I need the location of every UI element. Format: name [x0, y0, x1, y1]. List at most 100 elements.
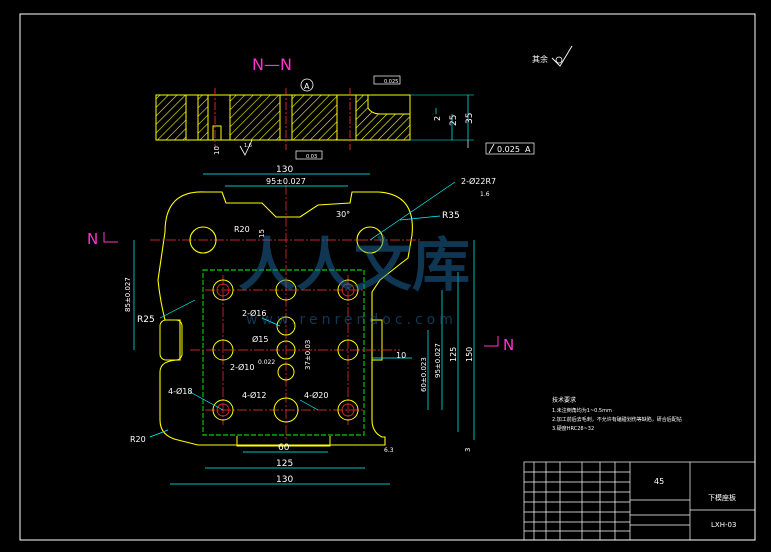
section-hatch-2: [197, 94, 209, 141]
section-label: N—N: [252, 55, 292, 74]
leader-4-20: [299, 399, 319, 411]
dim-37: 37±0.03: [304, 340, 312, 370]
guide-hole-right: [356, 226, 384, 254]
leader-4-18: [189, 391, 224, 411]
watermark-main: 人人文库: [238, 231, 470, 299]
dim-95-top: 95±0.027: [266, 177, 306, 186]
perp-value: 0.03: [306, 154, 317, 160]
dim-10-sec: 10: [213, 146, 221, 155]
screw-hole-tr: [337, 279, 359, 301]
section-hatch-4: [291, 94, 338, 141]
title-part-name: 下模座板: [708, 493, 736, 502]
watermark: 人人文库 www.renrendoc.com: [238, 231, 470, 328]
dim-15-small: 15: [258, 229, 266, 238]
right-slot: [371, 319, 383, 361]
title-block: [523, 461, 756, 541]
dim-30-deg: 30°: [336, 210, 350, 219]
screw-hole-br: [337, 399, 359, 421]
dim-125-right: 125: [449, 347, 458, 362]
dim-150-right: 150: [465, 347, 474, 362]
dim-022: 0.022: [258, 359, 275, 366]
dim-85-left: 85±0.027: [124, 277, 132, 312]
section-hatch-5: [355, 94, 411, 141]
perp-frame: [295, 150, 323, 160]
roughness-top-value: 1.6: [244, 143, 252, 149]
title-block-frame: [523, 461, 756, 541]
dim-r20-top: R20: [234, 225, 250, 234]
guide-hole-left: [189, 226, 217, 254]
dim-3-right: 3: [464, 448, 472, 452]
datum-a-label: A: [304, 82, 310, 91]
screw-hole-tc: [275, 279, 297, 301]
screw-hole-bc: [273, 397, 299, 423]
flatness-value: 0.025: [384, 79, 398, 85]
section-view: N—N A 0.025 0.03 1.6 35 25 2 10: [155, 55, 535, 160]
notes-line-1: 1.未注倒角均为1~0.5mm: [552, 407, 612, 414]
left-slot: [159, 319, 183, 361]
roughness-symbol-top: [239, 139, 253, 156]
view-label-left: N: [87, 230, 98, 248]
watermark-url: www.renrendoc.com: [246, 312, 457, 328]
dim-4-20: 4-Ø20: [304, 390, 328, 400]
dim-15-hole: Ø15: [252, 334, 268, 344]
parallel-symbol: [488, 143, 495, 154]
dim-2-10: 2-Ø10: [230, 362, 254, 372]
drawing-frame: [19, 13, 756, 541]
view-arrow-left: [103, 232, 118, 243]
dim-130-top: 130: [276, 165, 293, 175]
leader-r25: [159, 299, 196, 319]
title-material: 45: [654, 477, 664, 486]
section-slot: [212, 125, 222, 141]
screw-hole-br-inner: [341, 403, 355, 417]
hole-c-lower: [277, 363, 295, 381]
dim-2-22r7: 2-Ø22R7: [461, 176, 496, 186]
dim-95-right: 95±0.027: [434, 343, 442, 378]
parallel-value: 0.025: [497, 145, 520, 154]
roughness-others-label: 其余: [532, 54, 548, 64]
hole-ml: [212, 339, 234, 361]
roughness-others-circle: [555, 56, 563, 64]
dim-2-16: 2-Ø16: [242, 308, 266, 318]
roughness-bottom-value: 6.3: [384, 447, 394, 454]
dim-60-bottom: 60: [278, 443, 290, 453]
roughness-hole-value: 1.6: [480, 191, 490, 198]
roughness-others: 其余: [532, 45, 573, 67]
section-hatch-1: [155, 94, 187, 141]
leader-r35: [399, 215, 441, 221]
parallel-frame: [485, 142, 535, 155]
screw-hole-tl-inner: [216, 283, 230, 297]
flatness-frame: [373, 75, 401, 85]
notes-line-3: 3.硬度HRC28~32: [552, 425, 594, 432]
notes-title: 技术要求: [552, 396, 576, 404]
dim-60-right: 60±0.023: [420, 357, 428, 392]
dim-r35: R35: [442, 211, 460, 221]
screw-hole-tr-inner: [341, 283, 355, 297]
plan-view: 130 95±0.027 2-Ø22R7 R35 R20 15 30° R25 …: [87, 165, 514, 485]
dim-4-12: 4-Ø12: [242, 390, 266, 400]
parallel-datum: A: [525, 145, 531, 154]
title-drawing-no: LXH-03: [711, 521, 736, 529]
hole-c-upper: [276, 316, 296, 336]
view-arrow-right: [484, 336, 499, 347]
notes-line-2: 2.加工前后去毛刺，不允许有磕碰划伤等缺陷，研合后配钻: [552, 416, 682, 423]
hole-mr: [337, 339, 359, 361]
hole-c-mid: [276, 340, 296, 360]
screw-hole-bl: [212, 399, 234, 421]
dim-35: 35: [465, 113, 475, 124]
dim-2: 2: [433, 116, 442, 121]
view-label-right: N: [503, 336, 514, 354]
section-hatch-3: [229, 94, 281, 141]
screw-hole-tl: [212, 279, 234, 301]
dim-10-right: 10: [396, 351, 406, 360]
technical-notes: 技术要求 1.未注倒角均为1~0.5mm 2.加工前后去毛刺，不允许有磕碰划伤等…: [552, 396, 682, 432]
plan-bottom-cutout: [236, 436, 331, 447]
dim-4-18: 4-Ø18: [168, 386, 192, 396]
dim-r20-bottom: R20: [130, 435, 146, 444]
leader-2-16: [261, 317, 281, 327]
leader-22r7: [369, 181, 456, 241]
roughness-others-symbol: [551, 45, 573, 67]
leader-r20-bottom: [149, 429, 169, 438]
dim-125-bottom: 125: [276, 459, 293, 469]
dim-130-bottom: 130: [276, 475, 293, 485]
